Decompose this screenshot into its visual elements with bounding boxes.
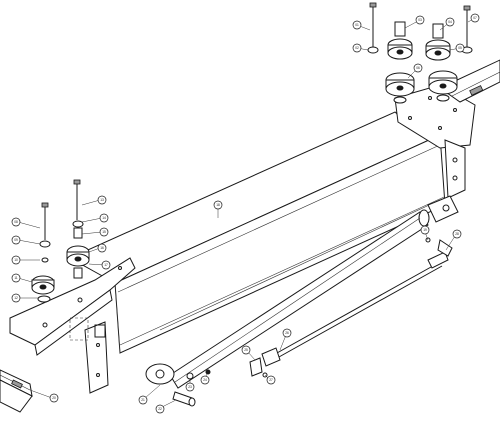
svg-text:05: 05 [458, 46, 462, 50]
callout-23: 23 [185, 382, 195, 392]
svg-text:20: 20 [52, 396, 56, 400]
svg-text:27: 27 [269, 378, 273, 382]
rear-roller-assembly [367, 2, 473, 104]
callout-24: 24 [200, 375, 210, 385]
callout-20: 20 [49, 393, 59, 403]
hydraulic-hose [249, 237, 453, 378]
svg-text:26: 26 [285, 331, 289, 335]
callout-07: 07 [470, 13, 480, 23]
rear-mount-plate [394, 84, 476, 199]
clevis-pin [172, 369, 211, 407]
svg-text:17: 17 [104, 263, 108, 267]
svg-text:18: 18 [216, 203, 220, 207]
callout-22: 22 [155, 404, 165, 414]
callout-08: 08 [11, 217, 21, 227]
side-rail-left [0, 369, 33, 413]
svg-text:01: 01 [355, 23, 359, 27]
callout-28: 28 [452, 229, 462, 239]
svg-text:07: 07 [473, 16, 477, 20]
svg-text:04: 04 [448, 20, 452, 24]
front-roller-assembly [31, 179, 90, 303]
svg-text:19: 19 [423, 228, 427, 232]
callouts: 01 02 03 04 05 06 07 08 09 10 11 12 13 1… [11, 13, 480, 414]
svg-text:21: 21 [141, 398, 145, 402]
side-rail-right [439, 59, 500, 103]
svg-text:12: 12 [14, 296, 18, 300]
callout-27: 27 [266, 375, 276, 385]
svg-text:09: 09 [14, 238, 18, 242]
callout-10: 10 [11, 255, 21, 265]
callout-03: 03 [415, 15, 425, 25]
callout-14: 14 [99, 213, 109, 223]
svg-text:06: 06 [416, 66, 420, 70]
svg-text:03: 03 [418, 18, 422, 22]
hydraulic-cylinder [145, 195, 459, 389]
callout-19: 19 [420, 225, 430, 235]
callout-02: 02 [352, 43, 362, 53]
callout-06: 06 [413, 63, 423, 73]
callout-09: 09 [11, 235, 21, 245]
callout-25: 25 [241, 345, 251, 355]
svg-text:14: 14 [102, 216, 106, 220]
callout-18: 18 [213, 200, 223, 210]
svg-text:11: 11 [14, 276, 18, 280]
main-beam [68, 111, 446, 354]
svg-text:13: 13 [100, 198, 104, 202]
svg-text:08: 08 [14, 220, 18, 224]
callout-15: 15 [99, 227, 109, 237]
callout-01: 01 [352, 20, 362, 30]
callout-17: 17 [101, 260, 111, 270]
callout-16: 16 [97, 243, 107, 253]
svg-text:24: 24 [203, 378, 207, 382]
svg-text:16: 16 [100, 246, 104, 250]
svg-text:22: 22 [158, 407, 162, 411]
callout-13: 13 [97, 195, 107, 205]
svg-text:23: 23 [188, 385, 192, 389]
callout-05: 05 [455, 43, 465, 53]
svg-text:02: 02 [355, 46, 359, 50]
callout-11: 11 [11, 273, 21, 283]
callout-12: 12 [11, 293, 21, 303]
callout-26: 26 [282, 328, 292, 338]
svg-text:28: 28 [455, 232, 459, 236]
svg-text:15: 15 [102, 230, 106, 234]
callout-04: 04 [445, 17, 455, 27]
svg-text:10: 10 [14, 258, 18, 262]
front-mount-plate [9, 257, 136, 394]
callout-21: 21 [138, 395, 148, 405]
svg-text:25: 25 [244, 348, 248, 352]
